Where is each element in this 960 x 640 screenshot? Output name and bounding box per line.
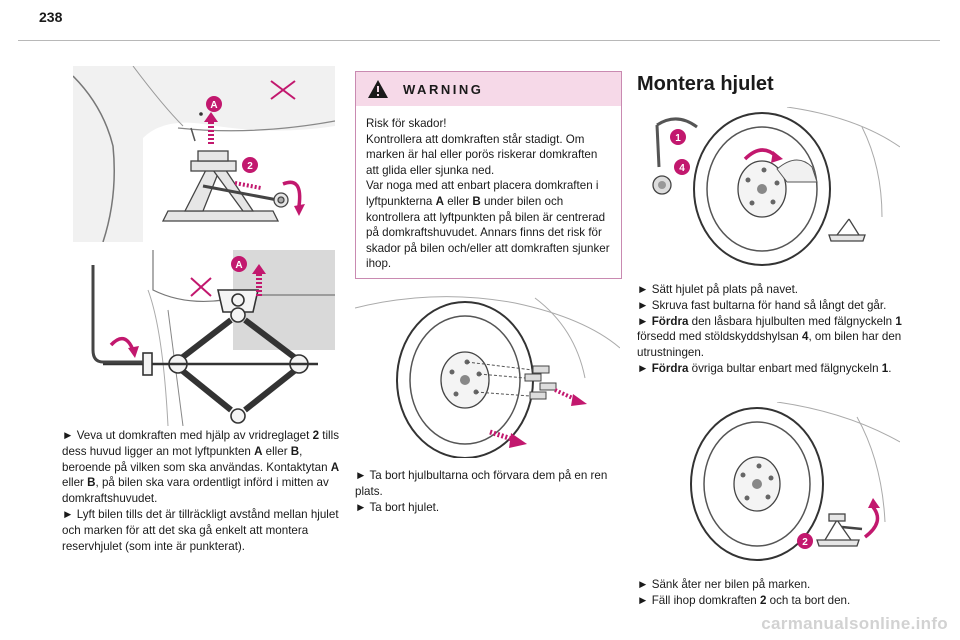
callout-number: 1 bbox=[881, 361, 889, 375]
text-run: Fäll ihop domkraften bbox=[648, 593, 760, 607]
jack-instructions: ► Veva ut domkraften med hjälp av vridre… bbox=[62, 428, 342, 554]
callout-letter: A bbox=[330, 460, 340, 474]
header-divider bbox=[18, 40, 940, 41]
warning-triangle-icon bbox=[368, 80, 388, 98]
text-run: och ta bort den. bbox=[766, 593, 851, 607]
jack-closeup-figure: A bbox=[73, 250, 335, 426]
label-2-badge: 2 bbox=[802, 537, 808, 548]
callout-letter: A bbox=[435, 194, 444, 208]
instruction-paragraph: ► Skruva fast bultarna för hand så långt… bbox=[637, 298, 909, 314]
wheel-mounting-instructions: ► Sätt hjulet på plats på navet. ► Skruv… bbox=[637, 282, 909, 377]
warning-title: WARNING bbox=[403, 81, 484, 97]
instruction-paragraph: ► Veva ut domkraften med hjälp av vridre… bbox=[62, 428, 342, 507]
warning-line: Var noga med att enbart placera domkraft… bbox=[366, 178, 611, 272]
wheel-removal-instructions: ► Ta bort hjulbultarna och förvara dem p… bbox=[355, 468, 623, 515]
bullet-marker: ► bbox=[637, 314, 649, 328]
bullet-marker: ► bbox=[637, 298, 649, 312]
bullet-marker: ► bbox=[637, 578, 649, 591]
warning-body: Risk för skador! Kontrollera att domkraf… bbox=[356, 106, 621, 272]
bullet-marker: ► bbox=[355, 469, 367, 482]
text-run: . bbox=[888, 361, 892, 375]
text-run: tills dess huvud ligger an mot lyftpunkt… bbox=[62, 429, 339, 458]
warning-line: Risk för skador! bbox=[366, 117, 447, 130]
instruction-paragraph: ► Fäll ihop domkraften 2 och ta bort den… bbox=[637, 593, 909, 609]
bullet-marker: ► bbox=[62, 429, 74, 442]
warning-header: WARNING bbox=[356, 72, 621, 106]
callout-letter: B bbox=[472, 194, 481, 208]
bullet-marker: ► bbox=[637, 361, 649, 375]
callout-number: 4 bbox=[801, 330, 809, 344]
text-run: eller bbox=[62, 476, 88, 490]
text-run: eller bbox=[443, 194, 473, 208]
text-run: Skruva fast bultarna för hand så långt d… bbox=[648, 298, 887, 312]
wheel-mounting-figure: 1 4 bbox=[637, 107, 900, 277]
callout-number: 2 bbox=[759, 593, 767, 607]
text-run: , beroende på vilken som ska användas. K… bbox=[62, 444, 331, 474]
text-run: , om bilen har den utrustningen. bbox=[637, 330, 902, 360]
bullet-marker: ► bbox=[637, 283, 649, 296]
callout-number: 1 bbox=[895, 314, 902, 328]
label-1-badge: 1 bbox=[675, 133, 681, 144]
text-run: Var noga med att enbart placera domkraft… bbox=[366, 179, 599, 208]
instruction-paragraph: ► Sätt hjulet på plats på navet. bbox=[637, 282, 909, 298]
instruction-paragraph: ► Fördra övriga bultar enbart med fälgny… bbox=[637, 361, 909, 377]
label-a-badge: A bbox=[235, 260, 242, 271]
text-run: Ta bort hjulet. bbox=[366, 500, 440, 514]
lower-car-figure: 2 bbox=[637, 402, 900, 572]
jack-raising-figure: A 2 bbox=[73, 66, 335, 242]
instruction-paragraph: ► Fördra den låsbara hjulbulten med fälg… bbox=[637, 314, 909, 361]
emphasis-text: Fördra bbox=[651, 361, 689, 375]
text-run: Ta bort hjulbultarna och förvara dem på … bbox=[355, 469, 608, 498]
text-run: Sätt hjulet på plats på navet. bbox=[648, 283, 799, 296]
section-title: Montera hjulet bbox=[637, 73, 774, 95]
text-run: Lyft bilen tills det är tillräckligt avs… bbox=[62, 507, 339, 553]
warning-box: WARNING Risk för skador! Kontrollera att… bbox=[355, 71, 622, 279]
callout-letter: A bbox=[254, 444, 263, 458]
wheel-removal-figure bbox=[355, 288, 620, 458]
callout-letter: B bbox=[87, 476, 96, 490]
instruction-paragraph: ► Ta bort hjulet. bbox=[355, 500, 623, 516]
label-4-badge: 4 bbox=[679, 163, 685, 174]
bullet-marker: ► bbox=[637, 593, 649, 607]
callout-letter: B bbox=[290, 444, 300, 458]
site-watermark: carmanualsonline.info bbox=[761, 614, 948, 633]
warning-line: Kontrollera att domkraften står stadigt.… bbox=[366, 132, 598, 177]
callout-number: 2 bbox=[312, 429, 320, 442]
text-run: eller bbox=[262, 444, 291, 458]
lower-car-instructions: ► Sänk åter ner bilen på marken. ► Fäll … bbox=[637, 577, 909, 609]
text-run: övriga bultar enbart med fälgnyckeln bbox=[688, 361, 882, 375]
text-run: Sänk åter ner bilen på marken. bbox=[648, 578, 811, 591]
page-number: 238 bbox=[39, 9, 63, 25]
instruction-paragraph: ► Ta bort hjulbultarna och förvara dem p… bbox=[355, 468, 623, 500]
label-a-badge: A bbox=[210, 100, 217, 111]
text-run: försedd med stöldskyddshylsan bbox=[637, 330, 802, 344]
text-run: Veva ut domkraften med hjälp av vridregl… bbox=[73, 429, 313, 442]
instruction-paragraph: ► Sänk åter ner bilen på marken. bbox=[637, 577, 909, 593]
text-run: under bilen och kontrollera att lyftpunk… bbox=[366, 194, 610, 271]
text-run: , på bilen ska vara ordentligt införd i … bbox=[62, 476, 329, 506]
text-run: den låsbara hjulbulten med fälgnyckeln bbox=[688, 314, 896, 328]
instruction-paragraph: ► Lyft bilen tills det är tillräckligt a… bbox=[62, 507, 342, 554]
emphasis-text: Fördra bbox=[651, 314, 689, 328]
label-2-badge: 2 bbox=[247, 161, 253, 172]
bullet-marker: ► bbox=[355, 500, 367, 514]
bullet-marker: ► bbox=[62, 507, 74, 521]
